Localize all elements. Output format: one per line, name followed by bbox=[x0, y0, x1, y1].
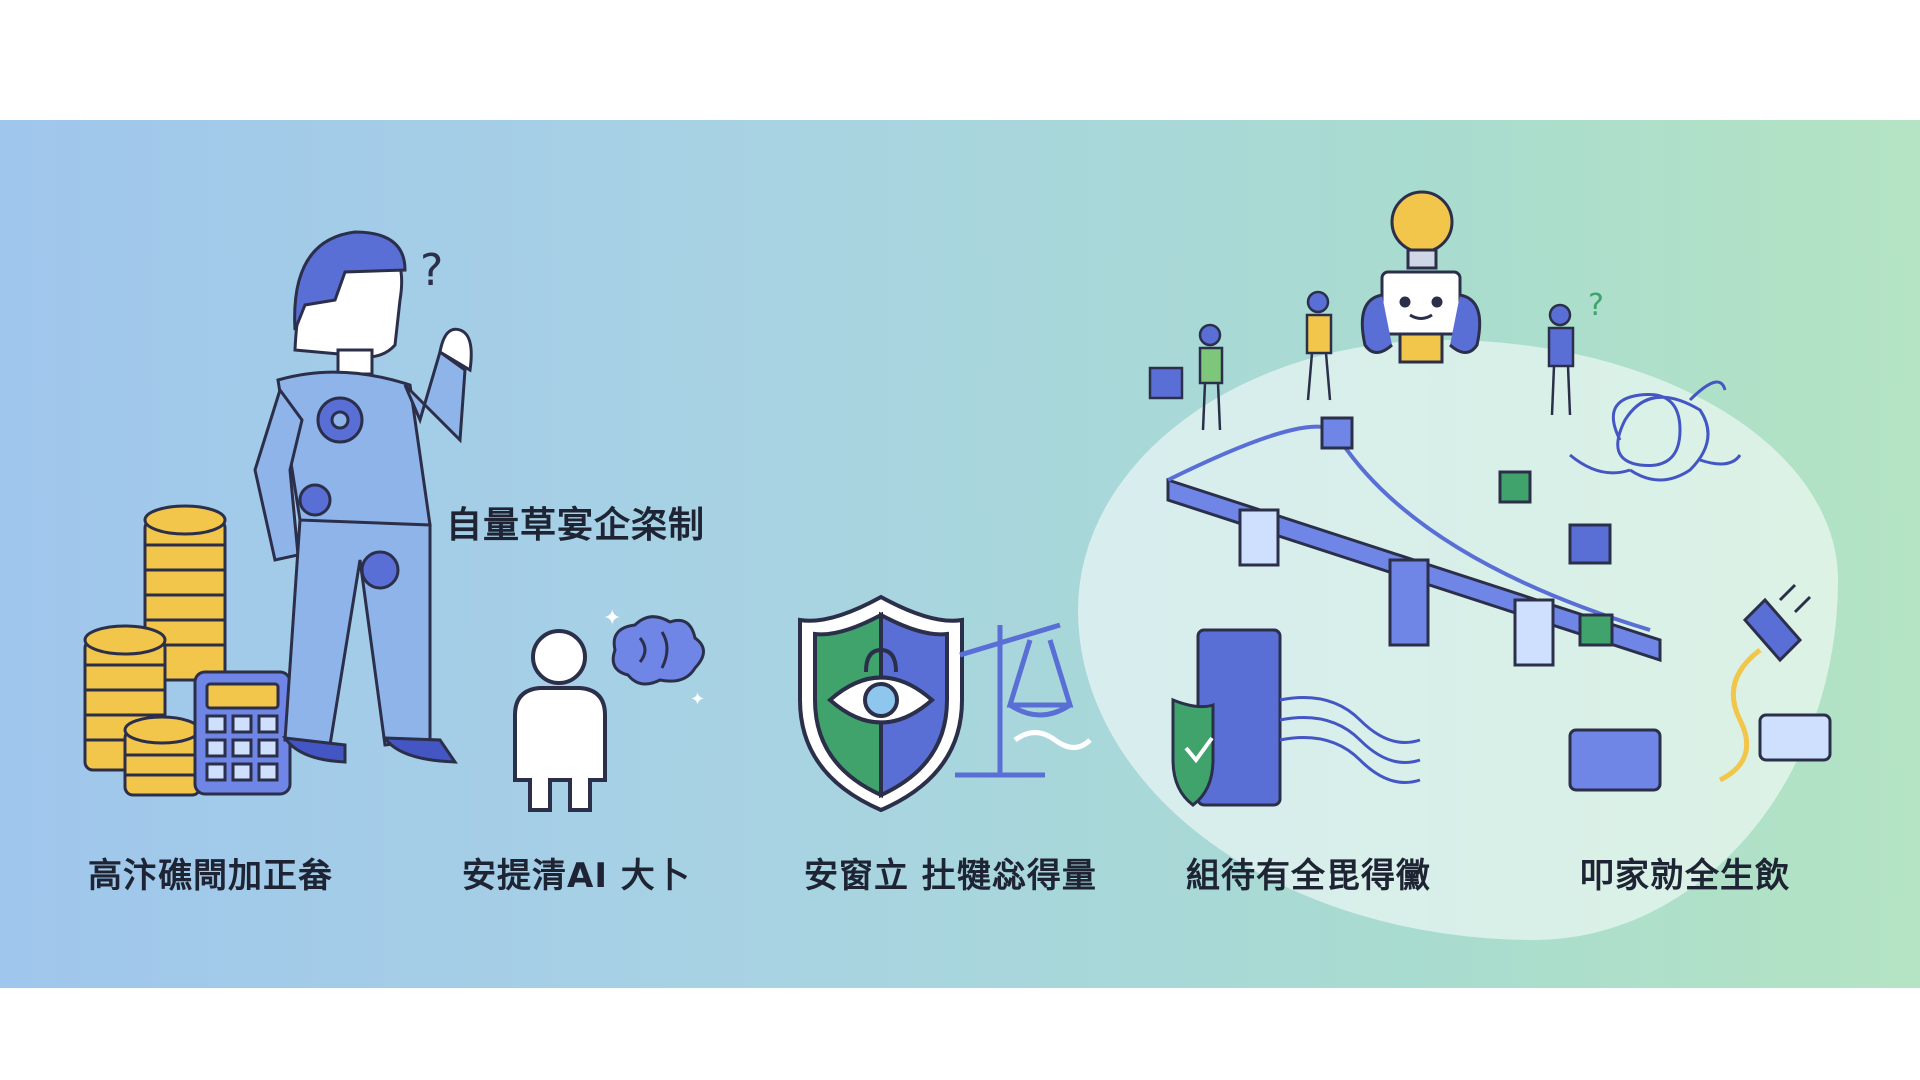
tangled-wires-icon bbox=[1569, 380, 1742, 482]
label-1: 高汴礁閜加正畚 bbox=[88, 856, 333, 896]
bridge-icon bbox=[1166, 416, 1662, 667]
calculator-icon bbox=[193, 670, 292, 796]
brain-icon: ✦ ✦ bbox=[603, 606, 705, 710]
document-shield-icon bbox=[1171, 628, 1421, 807]
main-caption: 自量草宴企栥制 bbox=[446, 505, 706, 546]
label-2: 安提清AI 大卜 bbox=[462, 856, 691, 896]
lightbulb-robot-icon bbox=[1360, 190, 1482, 364]
label-3: 安窗立 扗犍惢得量 bbox=[804, 856, 1097, 896]
svg-text:✦: ✦ bbox=[690, 689, 705, 710]
label-5: 叩家勍全生飲 bbox=[1580, 856, 1790, 896]
shield-eye-icon bbox=[798, 594, 964, 813]
coin-stack-icon bbox=[83, 504, 227, 797]
svg-text:✦: ✦ bbox=[603, 606, 621, 631]
svg-text:?: ? bbox=[420, 245, 443, 296]
team-people-icon: ? bbox=[1148, 288, 1604, 431]
person-icon bbox=[513, 629, 607, 812]
svg-text:?: ? bbox=[1588, 288, 1604, 323]
label-4: 組待有全毘得黴 bbox=[1186, 856, 1431, 896]
plug-icon bbox=[1568, 583, 1832, 792]
balance-scale-icon bbox=[955, 622, 1092, 778]
thinking-person-icon: ? bbox=[253, 230, 473, 764]
